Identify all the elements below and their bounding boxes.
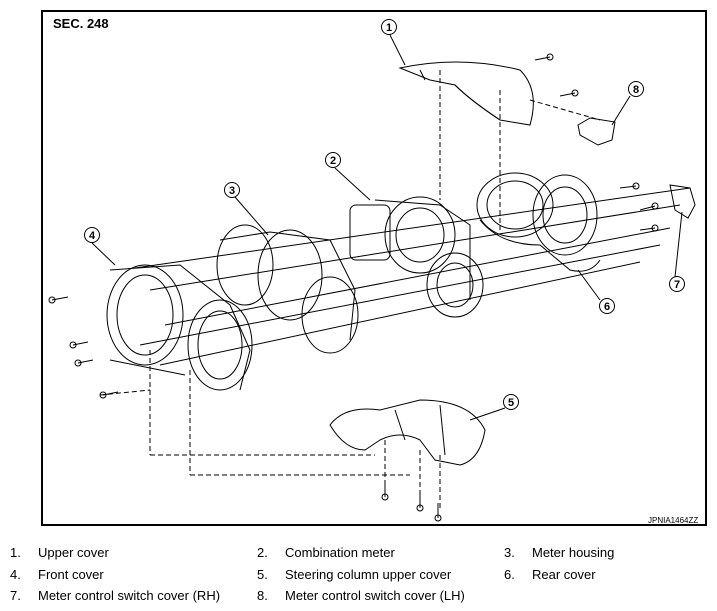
screw (69, 341, 89, 349)
screw (639, 202, 659, 211)
legend-num: 8. (257, 588, 268, 603)
legend-label: Steering column upper cover (285, 567, 452, 582)
callout-3: 3 (229, 185, 235, 197)
dashed-leader-lines (99, 70, 601, 510)
legend-item-2: 2. Combination meter (257, 545, 395, 560)
callout-7: 7 (674, 279, 680, 291)
legend-label: Upper cover (38, 545, 109, 560)
combination-meter-part (349, 196, 484, 318)
rear-cover-part (476, 172, 601, 272)
legend-num: 7. (10, 588, 21, 603)
callout-circles (84, 19, 685, 410)
legend-item-4: 4. Front cover (10, 567, 104, 582)
front-cover-part (106, 264, 253, 391)
legend-label: Front cover (38, 567, 104, 582)
legend-num: 1. (10, 545, 21, 560)
screw (74, 359, 94, 367)
legend-label: Meter housing (532, 545, 615, 560)
switch-cover-lh-part (577, 117, 616, 146)
assembly-axis-lines (134, 187, 691, 366)
callout-2: 2 (330, 155, 336, 167)
callout-1: 1 (386, 22, 392, 34)
figure-code: JPNIA1464ZZ (648, 516, 699, 525)
legend-label: Meter control switch cover (RH) (38, 588, 221, 603)
legend-num: 6. (504, 567, 515, 582)
screw (48, 296, 69, 304)
screw (559, 89, 579, 97)
diagram-frame (41, 10, 707, 526)
legend-num: 3. (504, 545, 515, 560)
callout-5: 5 (508, 397, 514, 409)
legend-item-5: 5. Steering column upper cover (257, 567, 451, 582)
screw (434, 503, 442, 522)
upper-cover-part (398, 61, 534, 126)
legend-num: 2. (257, 545, 268, 560)
legend-num: 4. (10, 567, 21, 582)
legend-num: 5. (257, 567, 268, 582)
legend-item-8: 8. Meter control switch cover (LH) (257, 588, 465, 603)
screw (381, 482, 389, 501)
steering-column-cover-part (329, 399, 486, 466)
legend-item-3: 3. Meter housing (504, 545, 614, 560)
screw (534, 53, 554, 61)
legend-item-7: 7. Meter control switch cover (RH) (10, 588, 220, 603)
meter-housing-part (216, 224, 359, 354)
section-label: SEC. 248 (53, 16, 109, 31)
screws (48, 53, 659, 522)
legend-label: Meter control switch cover (LH) (285, 588, 465, 603)
switch-cover-rh-part (669, 184, 696, 219)
callout-6: 6 (604, 301, 610, 313)
screw (416, 493, 424, 512)
screw (99, 391, 119, 399)
legend-item-1: 1. Upper cover (10, 545, 109, 560)
legend-label: Combination meter (285, 545, 395, 560)
screw (639, 224, 659, 232)
legend-item-6: 6. Rear cover (504, 567, 596, 582)
callout-8: 8 (633, 84, 639, 96)
screw (619, 182, 640, 190)
callout-4: 4 (89, 230, 96, 242)
callout-leaders (91, 34, 683, 421)
legend-label: Rear cover (532, 567, 596, 582)
